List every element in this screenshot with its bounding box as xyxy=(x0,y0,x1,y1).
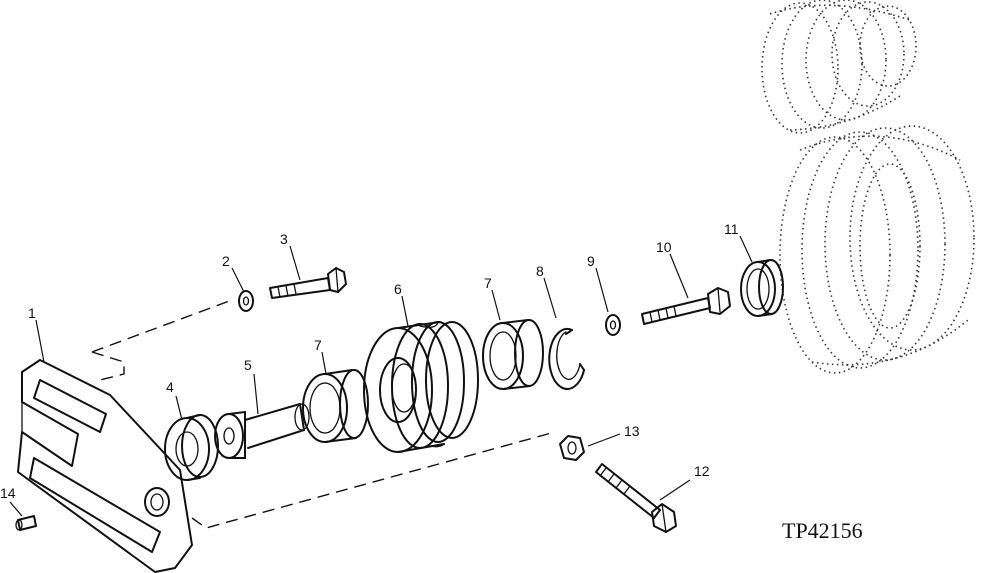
spacer-right xyxy=(482,319,544,390)
assembly-centerline-upper xyxy=(91,299,233,381)
callout-5: 5 xyxy=(244,357,252,373)
bearing-ring xyxy=(740,259,784,317)
callout-4: 4 xyxy=(166,379,174,395)
reference-pulley-lower xyxy=(779,125,975,374)
hex-nut xyxy=(559,435,585,461)
cap-screw-10 xyxy=(641,287,731,325)
callout-14: 14 xyxy=(0,485,16,501)
cap-screw-3 xyxy=(269,267,347,299)
callout-11: 11 xyxy=(724,221,739,237)
figure-id: TP42156 xyxy=(782,518,863,543)
bushing xyxy=(164,414,219,481)
dowel-pin xyxy=(15,515,37,531)
callout-13: 13 xyxy=(624,423,640,439)
snap-ring xyxy=(548,327,585,390)
callout-leaders xyxy=(9,235,753,517)
callout-1: 1 xyxy=(28,305,36,321)
callout-3: 3 xyxy=(280,231,288,247)
callout-10: 10 xyxy=(656,239,672,255)
callout-7-left: 7 xyxy=(314,337,322,353)
reference-pulley-upper xyxy=(761,0,917,134)
callout-12: 12 xyxy=(694,463,710,479)
washer-9 xyxy=(605,314,621,336)
assembly-centerline-lower xyxy=(191,431,556,529)
callout-8: 8 xyxy=(536,263,544,279)
callout-2: 2 xyxy=(222,253,230,269)
pulley-shaft xyxy=(214,403,310,459)
cap-screw-12 xyxy=(595,463,677,533)
callout-7-right: 7 xyxy=(484,275,492,291)
washer-2 xyxy=(238,290,254,312)
callout-9: 9 xyxy=(587,253,595,269)
mounting-bracket xyxy=(17,359,193,573)
callout-6: 6 xyxy=(394,281,402,297)
idler-pulley xyxy=(363,321,479,453)
spacer-left xyxy=(302,369,369,443)
callout-labels: 1 2 3 4 5 6 7 7 8 9 10 11 12 13 14 xyxy=(0,221,739,501)
